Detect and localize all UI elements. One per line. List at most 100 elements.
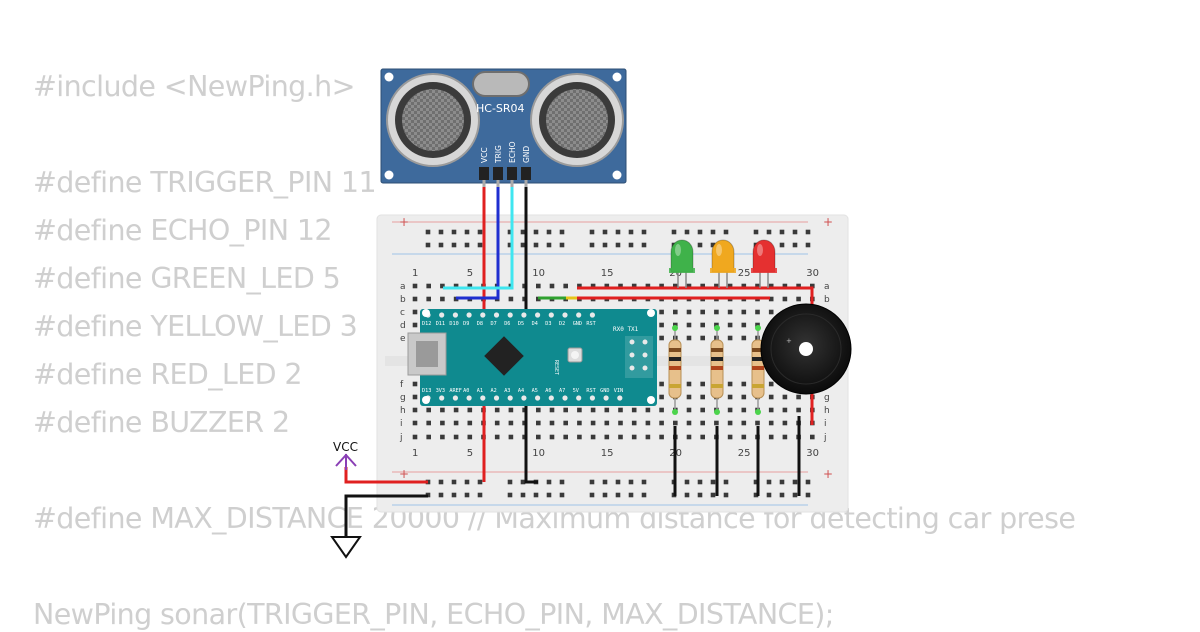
bb-hole	[508, 296, 514, 302]
bb-rail-hole	[507, 492, 513, 498]
bb-rail-hole	[753, 229, 759, 235]
bb-col-label: 30	[806, 268, 819, 279]
bb-rail-hole	[589, 242, 595, 248]
nano-pin	[480, 395, 486, 401]
nano-pin-label: A5	[532, 388, 538, 394]
code-line: #define BUZZER 2	[33, 406, 290, 439]
bb-rail-hole	[425, 229, 431, 235]
bb-rail-hole	[753, 492, 759, 498]
bb-rail-hole	[589, 479, 595, 485]
bb-rail-hole	[533, 242, 539, 248]
bb-hole	[536, 407, 541, 413]
bb-rail-hole	[451, 492, 457, 498]
bb-hole	[686, 394, 692, 400]
bb-row-label: e	[400, 334, 406, 344]
bb-rail-hole	[559, 229, 565, 235]
bb-hole	[590, 407, 596, 413]
nano-pin	[589, 312, 596, 318]
bb-rail-hole	[723, 229, 729, 235]
bb-hole	[659, 322, 664, 328]
bb-hole	[727, 335, 733, 341]
bb-col-label: 25	[738, 448, 751, 459]
bb-rail-hole	[710, 479, 716, 485]
bb-col-label: 25	[738, 268, 751, 279]
bb-row-label: h	[400, 406, 406, 416]
bb-rail-hole	[451, 479, 457, 485]
bb-hole	[700, 407, 705, 413]
buzzer-plus: +	[786, 337, 792, 345]
bb-rail-hole	[753, 479, 759, 485]
bb-row-label: a	[400, 282, 406, 292]
bb-rail-hole	[697, 229, 703, 235]
bb-hole	[494, 407, 500, 413]
bb-rail-hole	[792, 242, 798, 248]
bb-hole	[563, 420, 568, 426]
bb-rail-hole	[477, 492, 483, 498]
icsp-pin	[642, 339, 648, 345]
bb-row-label: d	[400, 321, 406, 331]
bb-hole	[727, 407, 733, 413]
wire-sensor-trig	[456, 180, 500, 300]
bb-rail-hole	[723, 492, 729, 498]
bb-hole	[686, 381, 692, 387]
bb-hole	[412, 420, 418, 426]
bb-hole	[412, 296, 418, 302]
bb-hole	[563, 283, 568, 289]
bb-rail-hole	[520, 242, 526, 248]
sensor-pin-label: ECHO	[508, 141, 517, 163]
bb-hole	[467, 420, 473, 426]
bb-hole	[645, 420, 651, 426]
bb-hole	[577, 283, 582, 289]
bb-hole	[810, 283, 815, 289]
bb-rail-hole	[507, 242, 513, 248]
nano-pin	[480, 312, 486, 318]
bb-rail-hole	[464, 242, 470, 248]
bb-hole	[426, 434, 431, 440]
code-line: #define RED_LED 2	[33, 358, 303, 391]
bb-rail-hole	[779, 479, 785, 485]
nano-pin	[548, 395, 554, 401]
nano-pin-label: D11	[436, 321, 445, 327]
bb-hole	[673, 309, 678, 315]
bb-rail-hole	[628, 242, 634, 248]
nano-pin-label: D5	[518, 321, 524, 327]
bb-rail-hole	[546, 229, 552, 235]
bb-hole	[741, 407, 747, 413]
bb-hole	[796, 283, 801, 289]
bb-hole	[440, 296, 445, 302]
bb-rail-hole	[805, 492, 811, 498]
bb-hole	[782, 420, 788, 426]
resistor	[668, 325, 682, 415]
code-line: #define ECHO_PIN 12	[33, 214, 333, 247]
bb-hole	[494, 434, 500, 440]
bb-row-label: b	[400, 295, 406, 305]
rail-plus-bottom: +	[399, 467, 409, 481]
bb-hole	[714, 322, 719, 328]
bb-rail-hole	[710, 229, 716, 235]
bb-hole	[577, 420, 582, 426]
bb-hole	[412, 309, 418, 315]
bb-hole	[536, 283, 541, 289]
bb-rail-hole	[464, 492, 470, 498]
bb-hole	[686, 420, 692, 426]
bb-rail-hole	[710, 242, 716, 248]
bb-hole	[768, 309, 774, 315]
bb-hole	[782, 296, 788, 302]
bb-hole	[604, 434, 610, 440]
bb-hole	[796, 407, 801, 413]
bb-rail-hole	[520, 492, 526, 498]
wires	[344, 180, 814, 537]
bb-hole	[631, 407, 637, 413]
bb-hole	[467, 283, 473, 289]
bb-rail-hole	[615, 242, 621, 248]
bb-hole	[563, 407, 568, 413]
bb-rail-hole	[697, 479, 703, 485]
bb-hole	[741, 434, 747, 440]
bb-hole	[700, 434, 705, 440]
bb-col-label: 15	[601, 448, 614, 459]
nano-pin-label: D3	[545, 321, 551, 327]
red-led	[751, 239, 777, 288]
nano-pin-label: D2	[559, 321, 565, 327]
